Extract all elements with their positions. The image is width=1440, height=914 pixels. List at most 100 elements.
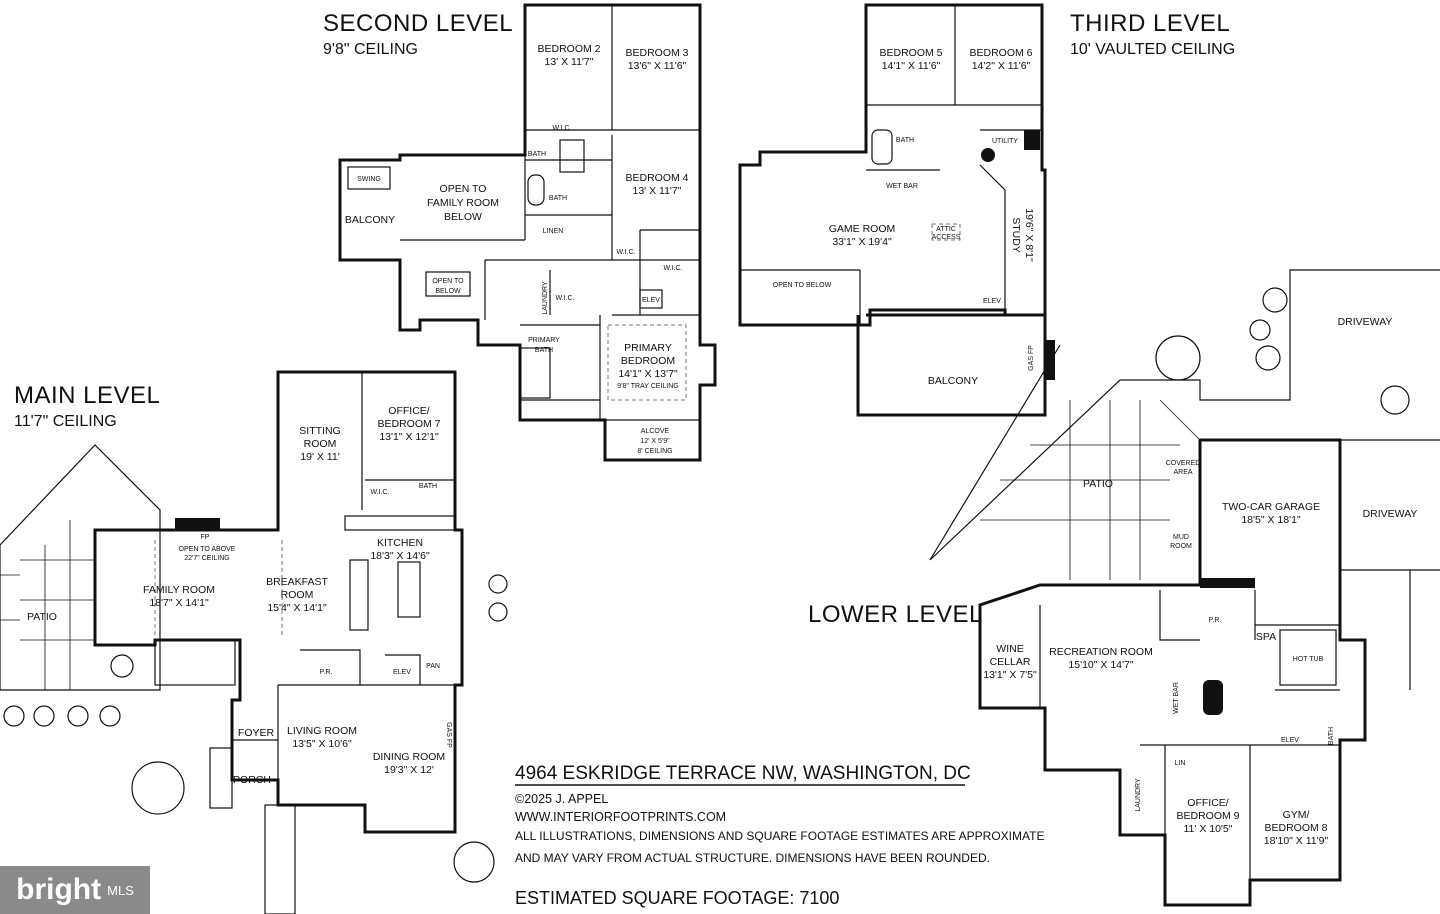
garage-wall-mark [1200,578,1255,588]
main-patio-stones [0,520,95,690]
driveway-2-label: DRIVEWAY [1363,508,1418,520]
open-below-2-l2: BELOW [435,288,461,295]
watermark-suffix: MLS [107,882,134,898]
study-label: STUDY [1010,217,1022,253]
wine-cellar-l2: CELLAR [990,656,1031,668]
swing [347,166,391,190]
mls-watermark: bright MLS [0,866,150,914]
balcony-2-label: BALCONY [345,214,395,226]
bedroom-5-label: BEDROOM 5 [879,47,942,59]
gym-l1: GYM/ [1283,809,1310,821]
pr-lower-label: P.R. [1209,617,1222,624]
primary-bath-l1: PRIMARY [528,337,560,344]
hot-tub-label: HOT TUB [1293,656,1324,663]
gas-fp-3-mark [1045,340,1055,380]
lower-level-interior [1039,440,1340,880]
third-level-walls [738,3,1047,327]
tree [488,574,508,594]
wet-bar-3-label: WET BAR [886,183,918,190]
game-room-dims: 33'1" X 19'4" [832,236,892,248]
open-below-box [425,271,471,297]
bedroom-6-label: BEDROOM 6 [969,47,1032,59]
alcove-note: 8' CEILING [637,448,672,455]
address: 4964 ESKRIDGE TERRACE NW, WASHINGTON, DC [515,763,971,784]
bath-2a-label: BATH [528,151,546,158]
recreation-label: RECREATION ROOM [1049,646,1153,658]
square-footage: ESTIMATED SQUARE FOOTAGE: 7100 [515,888,839,908]
hot-tub-box [1279,629,1337,686]
gas-fp-main-l1: GAS [198,526,213,533]
second-level-ceiling: 9'8" CEILING [323,41,418,58]
second-level-title: SECOND LEVEL [323,10,513,37]
open-above-l2: 22'7" CEILING [184,555,229,562]
covered-l1: COVERED [1166,460,1201,467]
water-heater [981,148,995,162]
office-7-dims: 13'1" X 12'1" [379,431,439,443]
bedroom-3-dims: 13'6" X 11'6" [628,60,687,72]
primary-bedroom-l2: BEDROOM [621,355,675,367]
office-9-l2: BEDROOM 9 [1176,810,1239,822]
info-block: 4964 ESKRIDGE TERRACE NW, WASHINGTON, DC… [515,763,1044,908]
tub [527,174,545,206]
wic-2d-label: W.I.C. [555,295,574,302]
attic-access-box [931,223,961,241]
sitting-room-dims: 19' X 11' [300,451,339,463]
driveway-1-label: DRIVEWAY [1338,316,1393,328]
garage-label: TWO-CAR GARAGE [1222,501,1320,513]
open-family-l2: FAMILY ROOM [427,197,499,209]
porch-label: PORCH [233,774,271,786]
gas-fp-main-l2: FP [201,534,210,541]
third-level: THIRD LEVEL 10' VAULTED CEILING BEDROOM … [738,3,1235,417]
tree [1262,287,1288,313]
primary-bedroom-note: 9'8" TRAY CEILING [617,383,678,390]
lower-level-title: LOWER LEVEL [808,601,983,628]
bath-2b-label: BATH [549,195,567,202]
tree [67,705,89,727]
kitchen-counter-b [344,515,456,531]
bedroom-5-dims: 14'1" X 11'6" [882,60,941,72]
wet-bar-unit [1203,680,1223,715]
utility-label: UTILITY [992,138,1018,145]
second-level-walls [338,3,717,462]
tree [110,654,134,678]
breakfast-l2: ROOM [281,589,314,601]
game-room-label: GAME ROOM [829,223,896,235]
primary-bedroom-dims: 14'1" X 13'7" [618,368,678,380]
dining-room-label: DINING ROOM [373,751,445,763]
attic-l2: ACCESS [932,234,961,241]
recreation-dims: 15'10" X 14'7" [1068,659,1133,671]
breakfast-dims: 15'4" X 14'1" [267,602,327,614]
elev-3-label: ELEV [983,298,1001,305]
balcony-3-label: BALCONY [928,375,978,387]
porch-box [209,747,233,809]
tree [1155,335,1201,381]
study-dims: 19'6" X 8'1" [1023,208,1035,262]
open-above-l1: OPEN TO ABOVE [179,546,236,553]
tree [488,602,508,622]
lin-lower-label: LIN [1175,760,1186,767]
bedroom-6-dims: 14'2" X 11'6" [972,60,1031,72]
mud-room-l2: ROOM [1170,543,1192,550]
main-level-interior [232,372,455,780]
bedroom-3-label: BEDROOM 3 [625,47,688,59]
mud-room-l1: MUD [1173,534,1189,541]
bath-3-tub [871,129,893,165]
wic-main-label: W.I.C. [370,489,389,496]
office-7-l1: OFFICE/ [388,405,429,417]
main-stair [154,639,236,686]
tree [99,705,121,727]
garage-dims: 18'5" X 18'1" [1241,514,1301,526]
covered-l2: AREA [1173,469,1192,476]
bedroom-2-label: BEDROOM 2 [537,43,600,55]
lower-site-outline [929,269,1440,690]
bedroom-2-dims: 13' X 11'7" [545,56,594,68]
gym-dims: 18'10" X 11'9" [1264,835,1329,847]
bath-3-label: BATH [896,137,914,144]
open-below-3-label: OPEN TO BELOW [773,282,832,289]
wic-2b-label: W.I.C. [616,249,635,256]
main-level: MAIN LEVEL 11'7" CEILING SITTING ROOM 19… [0,370,508,914]
tree [131,761,185,815]
main-fireplace [175,518,220,530]
bath-lower-label: BATH [1328,727,1335,745]
laundry-2-label: LAUNDRY [542,281,549,315]
